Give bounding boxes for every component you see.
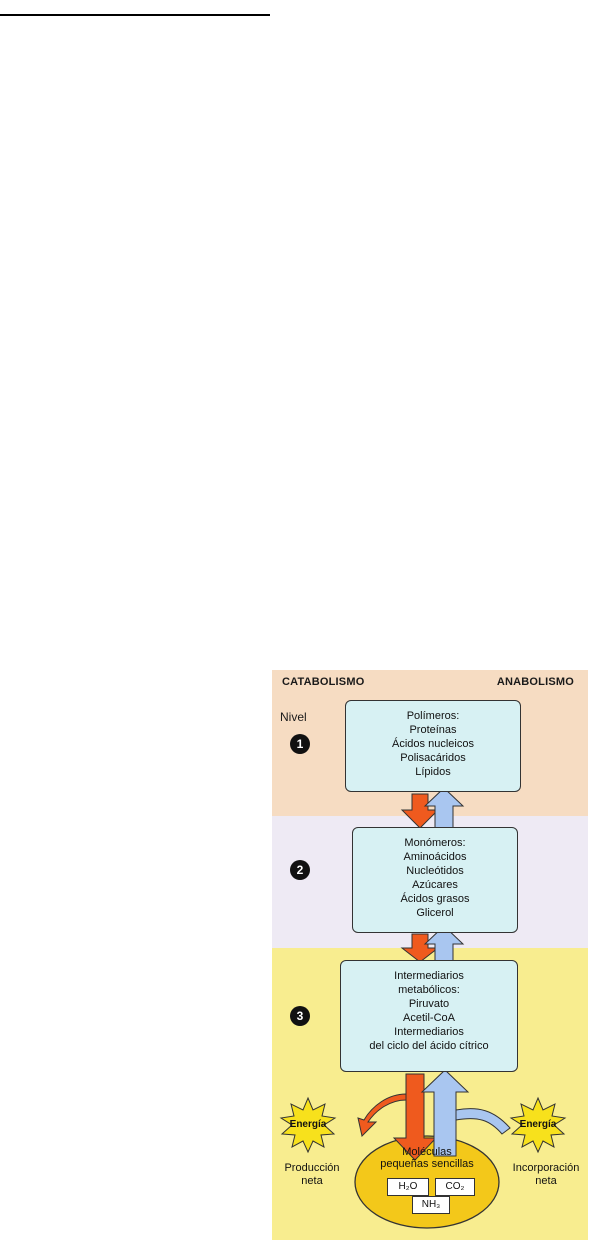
catabolic-arrow-1 (400, 793, 440, 829)
net-incorporation-caption: Incorporación neta (504, 1162, 588, 1188)
monomers-title: Monómeros: (404, 837, 466, 849)
catabolism-header: CATABOLISMO (282, 676, 365, 688)
net-production-caption: Producción neta (274, 1162, 350, 1188)
polymers-title: Polímeros: (406, 710, 460, 722)
anabolism-header: ANABOLISMO (496, 676, 574, 688)
carbon-dioxide-molecule: CO₂ (435, 1178, 475, 1196)
pool-label-line: pequeñas sencillas (380, 1158, 474, 1170)
nivel-label: Nivel (280, 710, 307, 724)
monomers-item: Aminoácidos (403, 851, 467, 863)
anabolic-arrow-2 (423, 925, 465, 963)
energy-label-left: Energía (289, 1119, 327, 1130)
catabolic-arrow-2 (400, 933, 440, 963)
intermediates-item: del ciclo del ácido cítrico (369, 1040, 489, 1052)
intermediates-box: Intermediarios metabólicos: Piruvato Ace… (340, 960, 518, 1072)
monomers-box: Monómeros: Aminoácidos Nucleótidos Azúca… (352, 827, 518, 933)
ammonia-molecule: NH₃ (412, 1196, 450, 1214)
caption-line: neta (301, 1175, 323, 1187)
caption-line: Producción (284, 1162, 340, 1174)
polymers-item: Lípidos (415, 766, 451, 778)
polymers-item: Proteínas (409, 724, 457, 736)
polymers-item: Ácidos nucleicos (392, 738, 474, 750)
intermediates-title: metabólicos: (398, 984, 460, 996)
monomers-item: Nucleótidos (406, 865, 464, 877)
top-horizontal-rule (0, 14, 270, 16)
energy-star-right (509, 1096, 567, 1154)
water-molecule: H₂O (387, 1178, 429, 1196)
polymers-item: Polisacáridos (400, 752, 466, 764)
metabolism-diagram: CATABOLISMO ANABOLISMO Nivel 1 2 3 Polím… (272, 670, 588, 1240)
energy-production-branch (357, 1093, 407, 1137)
small-molecules-label: Moléculas pequeñas sencillas (372, 1146, 482, 1170)
intermediates-item: Intermediarios (394, 1026, 464, 1038)
pool-label-line: Moléculas (402, 1146, 452, 1158)
level-1-badge: 1 (290, 734, 310, 754)
caption-line: Incorporación (512, 1162, 580, 1174)
intermediates-item: Acetil-CoA (403, 1012, 455, 1024)
monomers-item: Ácidos grasos (400, 893, 470, 905)
catabolic-arrow-3 (392, 1073, 438, 1161)
intermediates-title: Intermediarios (394, 970, 464, 982)
energy-label-right: Energía (519, 1119, 557, 1130)
level-3-badge: 3 (290, 1006, 310, 1026)
monomers-item: Glicerol (416, 907, 454, 919)
anabolic-arrow-3 (420, 1069, 470, 1157)
level-2-badge: 2 (290, 860, 310, 880)
caption-line: neta (535, 1175, 557, 1187)
intermediates-item: Piruvato (408, 998, 450, 1010)
polymers-box: Polímeros: Proteínas Ácidos nucleicos Po… (345, 700, 521, 792)
monomers-item: Azúcares (412, 879, 458, 891)
anabolic-arrow-1 (423, 787, 465, 829)
arrows-layer (279, 787, 567, 1229)
energy-incorporation-branch (455, 1108, 511, 1135)
energy-star-left (279, 1096, 337, 1154)
